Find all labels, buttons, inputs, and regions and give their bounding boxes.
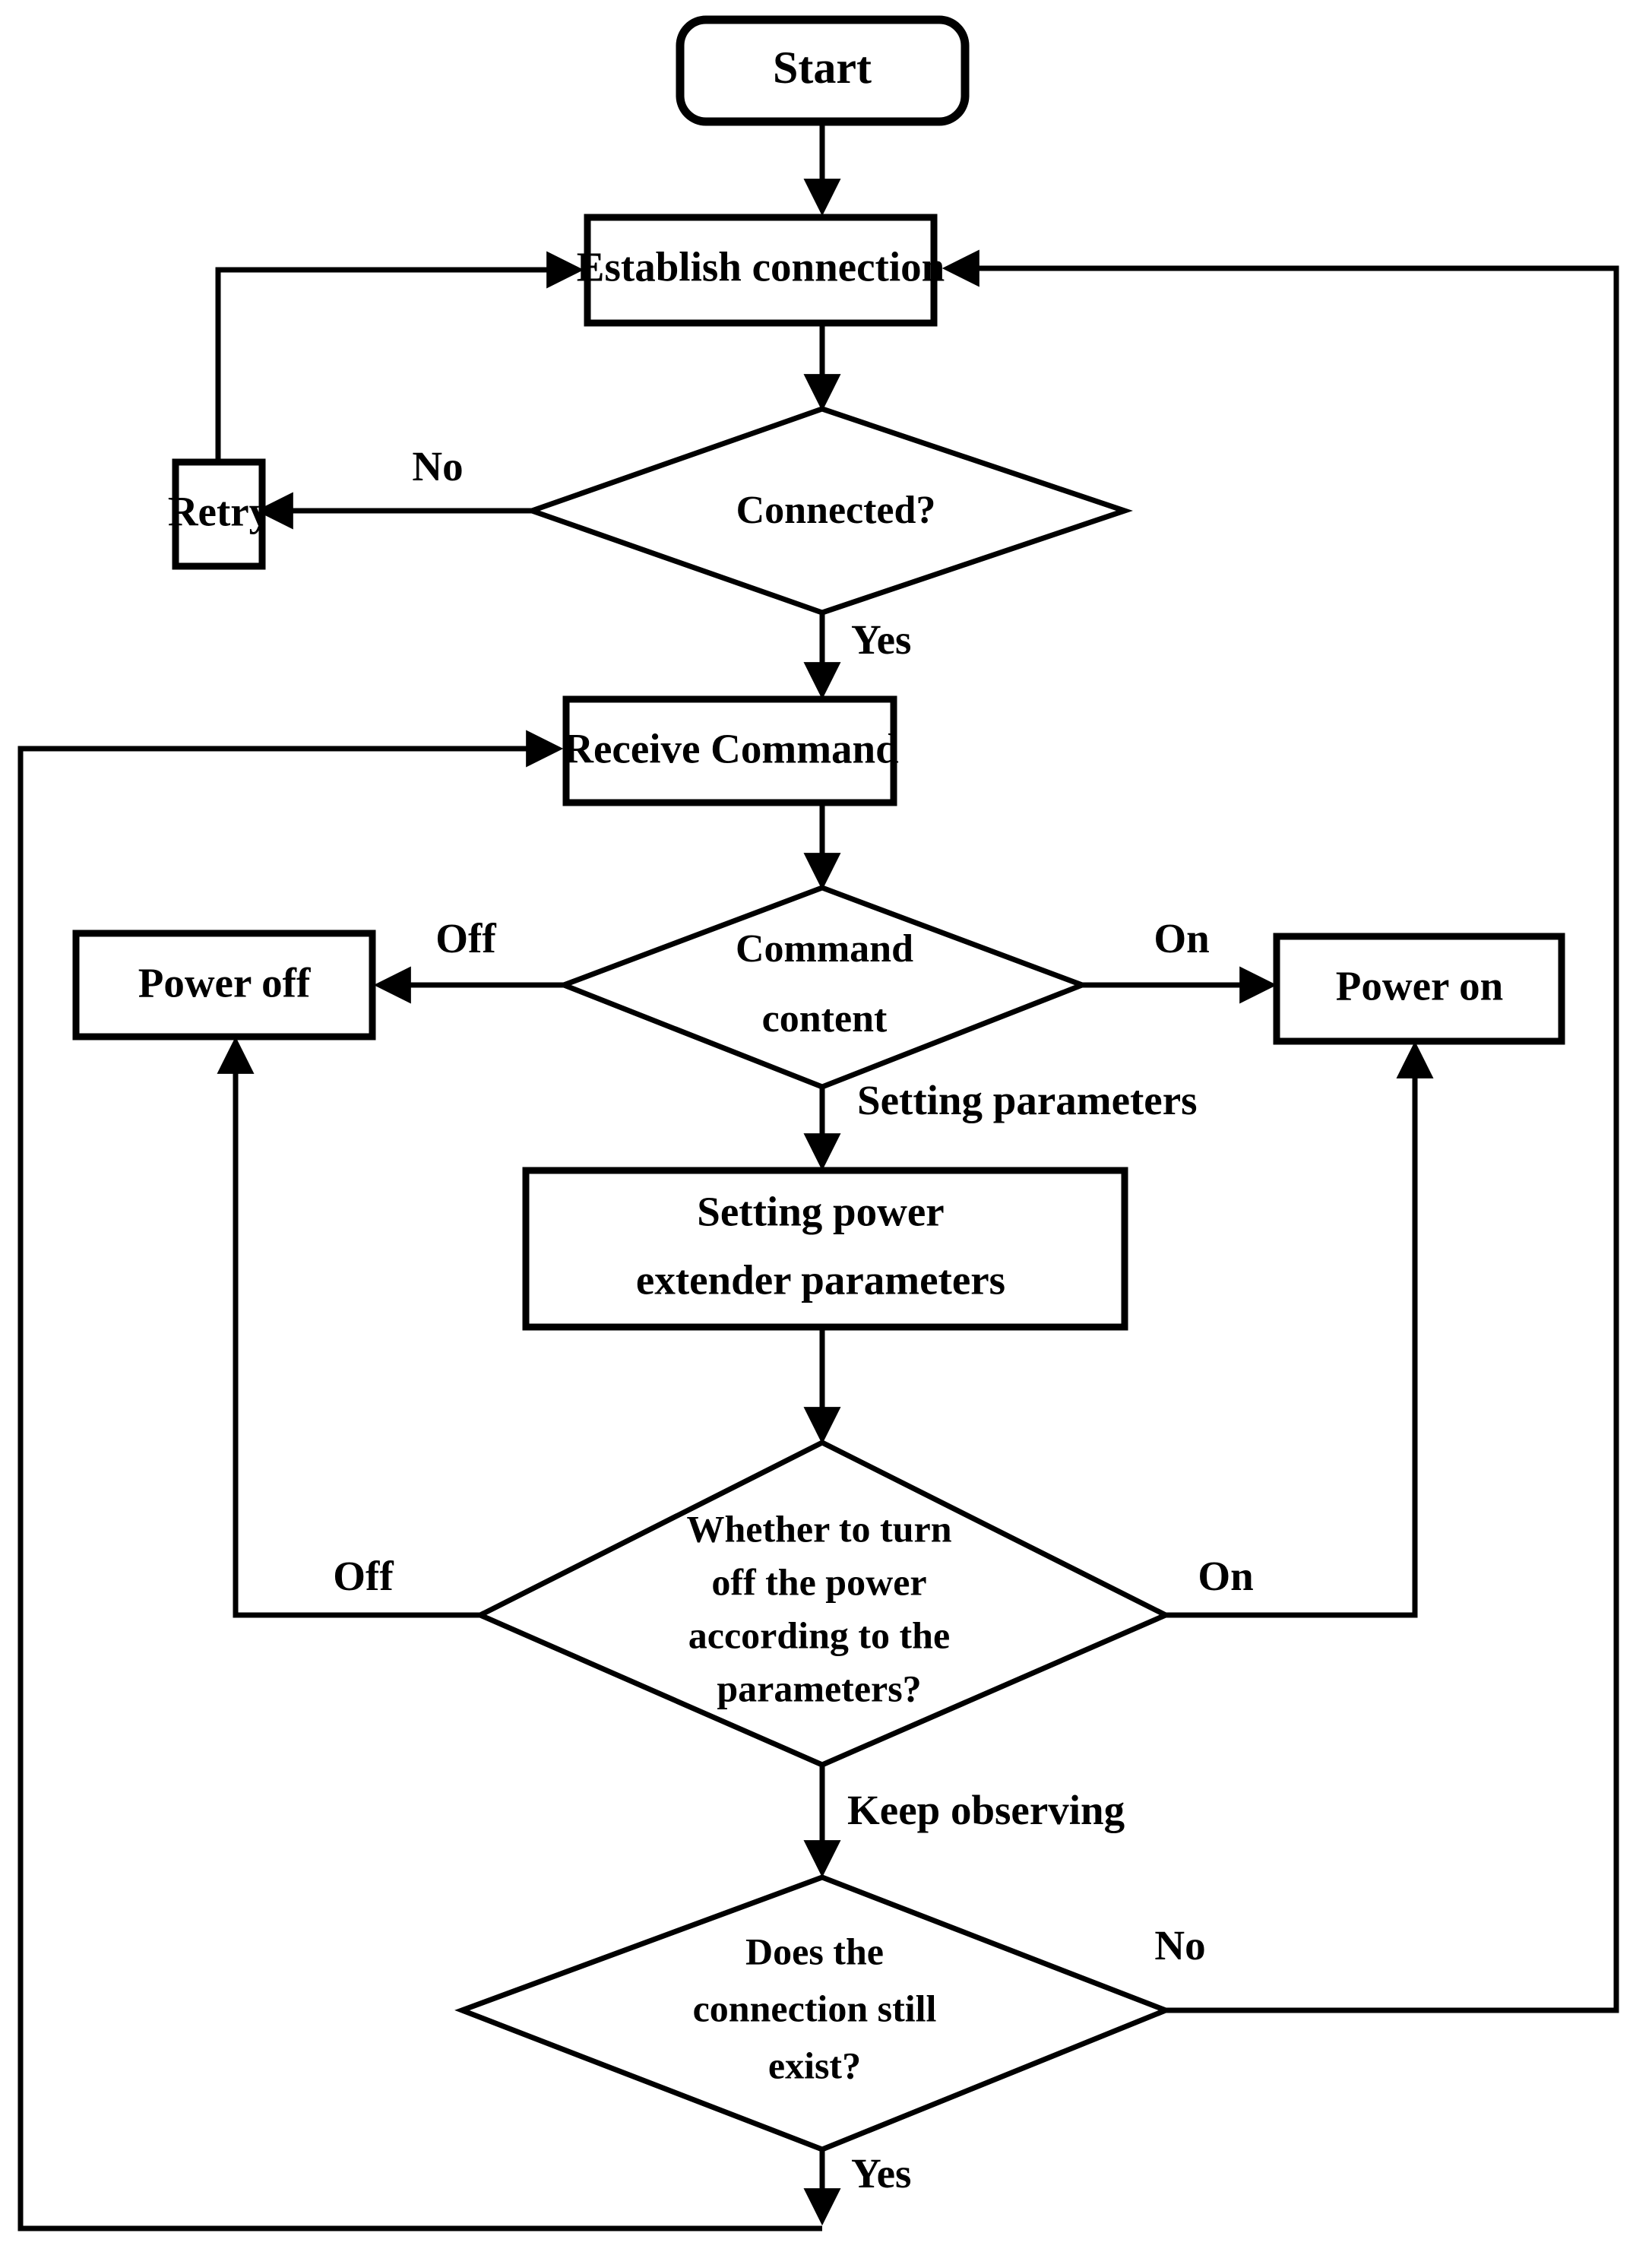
whether-off-label-line4: parameters? — [717, 1667, 921, 1709]
receive-command-shape — [562, 695, 897, 806]
establish-connection-label: Establish connection — [577, 244, 945, 290]
connected-label: Connected? — [736, 489, 936, 532]
retry-label: Retry — [168, 489, 270, 535]
start-label: Start — [773, 43, 872, 93]
connector-layer — [17, 122, 1619, 2231]
node-setting-parameters[interactable]: Setting power extender parameters — [522, 1167, 1128, 1331]
node-retry[interactable]: Retry — [168, 458, 270, 570]
connected-shape — [524, 406, 1133, 616]
command-content-shape — [556, 885, 1090, 1090]
node-connected-decision[interactable]: Connected? — [524, 406, 1133, 616]
edge-label-whether-off: Off — [333, 1553, 394, 1599]
whether-off-label-line2: off the power — [711, 1560, 926, 1603]
node-receive-command[interactable]: Receive Command — [562, 695, 899, 806]
node-whether-off-decision[interactable]: Whether to turn off the power according … — [473, 1440, 1173, 1768]
edge-connexists-receive-return — [17, 730, 822, 2231]
edge-label-exists-no: No — [1154, 1922, 1205, 1969]
receive-command-label: Receive Command — [563, 726, 898, 772]
setting-parameters-shape — [522, 1167, 1128, 1331]
edge-label-connected-yes: Yes — [851, 616, 911, 663]
command-content-label-line2: content — [762, 997, 888, 1040]
start-shape — [676, 15, 970, 126]
edge-label-cmd-setting: Setting parameters — [857, 1077, 1198, 1123]
node-establish-connection[interactable]: Establish connection — [577, 214, 945, 327]
setting-parameters-label-line2: extender parameters — [636, 1257, 1005, 1303]
edge-label-cmd-on: On — [1154, 915, 1209, 961]
edge-label-exists-yes: Yes — [851, 2150, 911, 2197]
connection-exists-shape — [454, 1874, 1173, 2152]
node-command-content-decision[interactable]: Command content — [556, 885, 1090, 1090]
setting-parameters-label-line1: Setting power — [697, 1189, 944, 1235]
edge-whetheroff-poweroff — [217, 1036, 480, 1618]
power-on-shape — [1273, 933, 1565, 1045]
node-power-off[interactable]: Power off — [72, 930, 376, 1040]
connection-exists-label-line3: exist? — [768, 2044, 861, 2086]
power-on-label: Power on — [1336, 963, 1503, 1009]
whether-off-shape — [473, 1440, 1173, 1768]
whether-off-label-line3: according to the — [688, 1614, 950, 1656]
edge-label-whether-on: On — [1198, 1553, 1253, 1599]
edge-label-whether-keep: Keep observing — [847, 1787, 1125, 1833]
node-start[interactable]: Start — [676, 15, 970, 126]
node-power-on[interactable]: Power on — [1273, 933, 1565, 1045]
connection-exists-label-line1: Does the — [745, 1930, 884, 1972]
edge-connexists-establish — [942, 249, 1619, 2013]
edge-retry-establish — [215, 251, 584, 462]
edge-label-layer: No Yes Off On Setting parameters Off On … — [333, 443, 1253, 2197]
edge-label-cmd-off: Off — [435, 915, 496, 961]
node-connection-exists-decision[interactable]: Does the connection still exist? — [454, 1874, 1173, 2152]
connection-exists-label-line2: connection still — [693, 1987, 937, 2029]
whether-off-label-line1: Whether to turn — [686, 1507, 951, 1550]
retry-shape — [172, 458, 266, 570]
edge-whetheroff-poweron — [1166, 1040, 1434, 1618]
edge-label-connected-no: No — [412, 443, 463, 489]
establish-connection-shape — [584, 214, 938, 327]
power-off-shape — [72, 930, 376, 1040]
command-content-label-line1: Command — [736, 927, 913, 971]
power-off-label: Power off — [138, 960, 311, 1006]
